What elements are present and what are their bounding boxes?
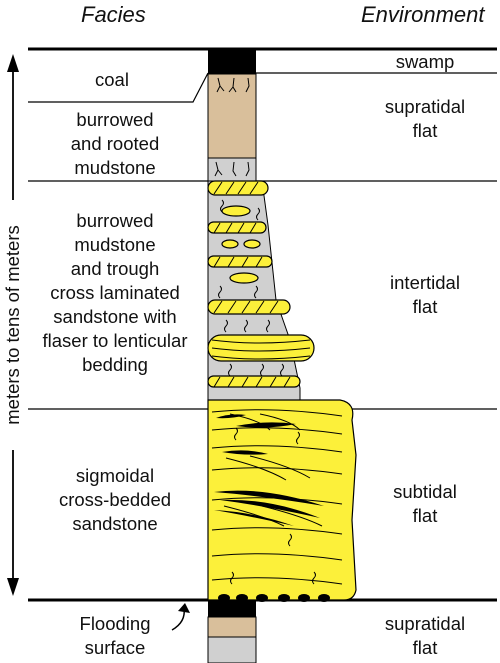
- facies-header: Facies: [81, 2, 146, 27]
- facies-sigmoidal-label: sigmoidal cross-bedded sandstone: [28, 464, 202, 536]
- lower-mudstone-bed: [207, 616, 257, 638]
- facies-line: and rooted: [70, 133, 160, 154]
- lens-cross-lamination: [211, 181, 311, 388]
- env-supratidal-bottom-label: supratidal flat: [360, 612, 490, 660]
- lower-coal-bed: [208, 601, 256, 617]
- facies-line: sandstone with: [53, 306, 177, 327]
- scale-arrow-down-icon: [7, 578, 19, 596]
- facies-line: surface: [84, 637, 146, 658]
- facies-line: mudstone: [74, 234, 156, 255]
- mud-drapes: [214, 414, 324, 526]
- env-line: flat: [412, 505, 438, 526]
- environment-header: Environment: [361, 2, 485, 27]
- env-line: flat: [412, 120, 438, 141]
- facies-line: mudstone: [74, 157, 156, 178]
- coal-bed: [208, 50, 256, 74]
- env-supratidal-top-label: supratidal flat: [360, 95, 490, 143]
- sandstone-lenses: [207, 180, 315, 388]
- env-swamp-label: swamp: [395, 51, 455, 72]
- facies-line: cross-bedded: [58, 489, 172, 510]
- env-intertidal-label: intertidal flat: [360, 271, 490, 319]
- facies-line: and trough: [70, 258, 160, 279]
- flooding-arrow-head-icon: [178, 603, 190, 613]
- env-line: supratidal: [384, 96, 466, 117]
- facies-burrowed-rooted-label: burrowed and rooted mudstone: [28, 108, 202, 180]
- facies-line: burrowed: [76, 210, 154, 231]
- env-subtidal-label: subtidal flat: [360, 480, 490, 528]
- lag-pebbles: [218, 594, 330, 602]
- lower-gray-mudstone-bed: [207, 636, 257, 663]
- sandstone-burrow-marks: [230, 427, 316, 585]
- scale-label: meters to tens of meters: [2, 221, 24, 429]
- facies-line: cross laminated: [50, 282, 180, 303]
- facies-heterolithic-label: burrowed mudstone and trough cross lamin…: [28, 209, 202, 377]
- sigmoidal-cross-beds: [211, 409, 343, 585]
- facies-line: Flooding: [79, 613, 151, 634]
- env-line: intertidal: [390, 272, 460, 293]
- sigmoidal-sandstone-body: [207, 399, 357, 601]
- facies-flooding-label: Flooding surface: [60, 612, 170, 660]
- coal-leader-line: [28, 72, 209, 103]
- facies-coal-label: coal: [95, 69, 129, 90]
- facies-line: sandstone: [72, 513, 158, 534]
- env-line: flat: [412, 637, 438, 658]
- burrow-marks: [218, 199, 284, 377]
- env-line: flat: [412, 296, 438, 317]
- facies-line: flaser to lenticular: [42, 330, 188, 351]
- facies-line: sigmoidal: [75, 465, 155, 486]
- facies-line: bedding: [82, 354, 148, 375]
- env-line: supratidal: [384, 613, 466, 634]
- root-traces: [214, 77, 250, 177]
- facies-line: burrowed: [76, 109, 154, 130]
- env-line: subtidal: [393, 481, 457, 502]
- scale-arrow-up-icon: [7, 54, 19, 72]
